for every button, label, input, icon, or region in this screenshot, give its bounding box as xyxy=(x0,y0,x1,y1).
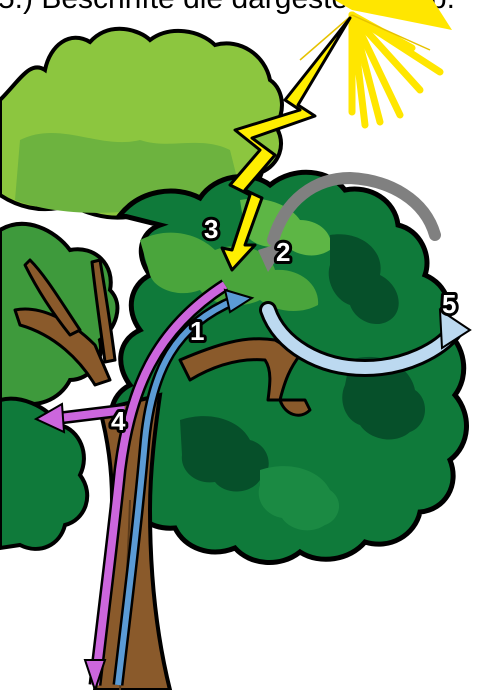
marker-2: 2 xyxy=(276,237,290,267)
marker-5: 5 xyxy=(442,289,456,319)
marker-1: 1 xyxy=(190,316,204,346)
marker-3: 3 xyxy=(204,214,218,244)
marker-4: 4 xyxy=(111,406,126,436)
